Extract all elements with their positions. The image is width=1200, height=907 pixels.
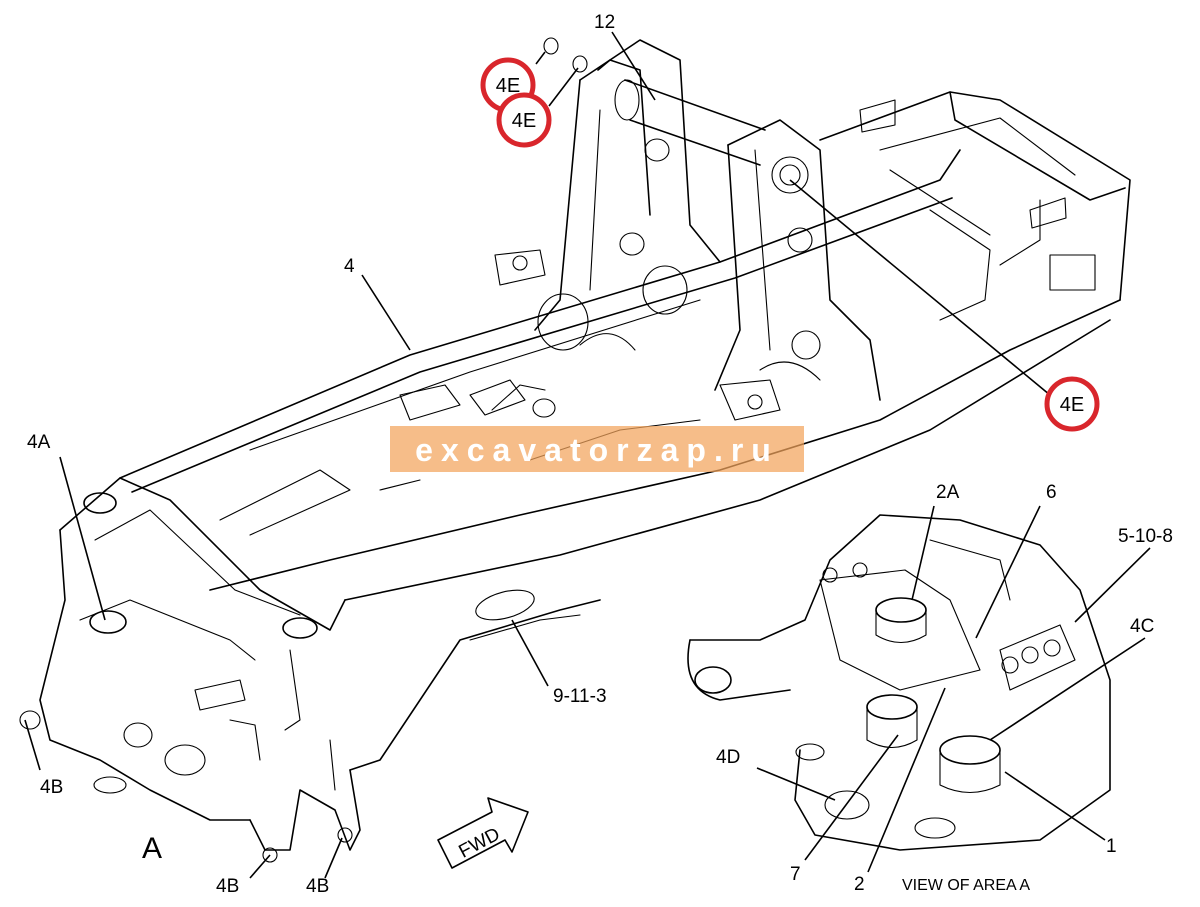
area-a-detail-drawing — [687, 514, 1111, 851]
callout-labels: 12 4 4A 4B 4B 4B A 9-11-3 2A 6 5-10-8 4C… — [27, 12, 1173, 897]
marker-4e-3-label: 4E — [1060, 394, 1084, 416]
callout-4: 4 — [344, 256, 355, 277]
callout-4d: 4D — [716, 747, 740, 768]
marker-4e-2-label: 4E — [512, 110, 536, 132]
highlight-markers: 4E 4E 4E — [480, 57, 1100, 432]
callout-9-11-3: 9-11-3 — [553, 686, 607, 707]
callout-4b-left: 4B — [40, 777, 63, 798]
fwd-arrow: FWD — [437, 797, 529, 869]
callout-4b-bottom-1: 4B — [216, 876, 239, 897]
callout-4b-bottom-2: 4B — [306, 876, 329, 897]
callout-4c: 4C — [1130, 616, 1154, 637]
callout-12: 12 — [594, 12, 615, 33]
marker-4e-1-label: 4E — [496, 75, 520, 97]
callout-4a: 4A — [27, 432, 51, 453]
watermark: excavatorzap.ru — [390, 426, 804, 472]
callout-2a: 2A — [936, 482, 960, 503]
callout-1: 1 — [1106, 836, 1117, 857]
callout-7: 7 — [790, 864, 801, 885]
view-caption: VIEW OF AREA A — [902, 877, 1030, 894]
callout-2: 2 — [854, 874, 865, 895]
callout-6: 6 — [1046, 482, 1057, 503]
fwd-label: FWD — [456, 824, 504, 863]
marker-4e-2: 4E — [496, 92, 552, 148]
callout-5-10-8: 5-10-8 — [1118, 526, 1173, 547]
leader-lines — [24, 31, 1151, 879]
view-a-letter: A — [142, 832, 162, 865]
watermark-text: excavatorzap.ru — [415, 432, 779, 468]
marker-4e-3: 4E — [1044, 376, 1100, 432]
